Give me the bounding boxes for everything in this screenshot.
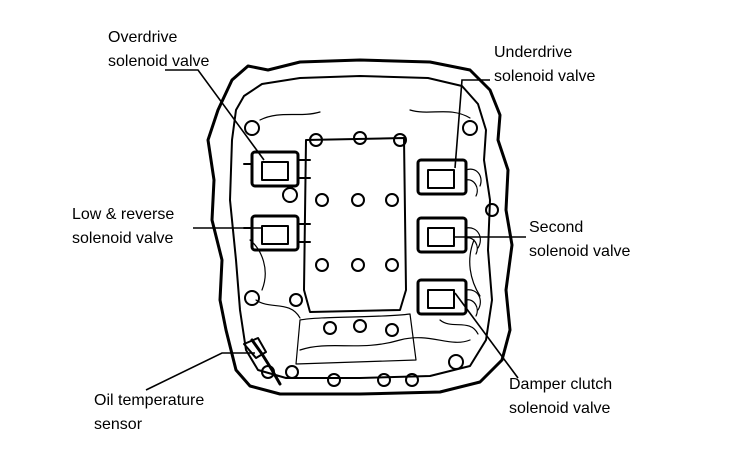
label-oil-temp-line1: Oil temperature [94, 392, 204, 409]
label-low-reverse-line2: solenoid valve [72, 230, 174, 247]
label-damper-line1: Damper clutch [509, 376, 612, 393]
callout-labels: Overdrive solenoid valve Underdrive sole… [72, 29, 631, 433]
center-plate [295, 137, 417, 365]
label-oil-temp-line2: sensor [94, 416, 143, 433]
label-overdrive-line1: Overdrive [108, 29, 177, 46]
label-damper-line2: solenoid valve [509, 400, 611, 417]
damper-clutch-solenoid [416, 278, 481, 317]
label-low-reverse-line1: Low & reverse [72, 206, 174, 223]
oil-temperature-sensor [243, 337, 282, 386]
label-second-line1: Second [529, 219, 583, 236]
low-reverse-solenoid [243, 214, 311, 252]
bolts [244, 120, 499, 387]
leader-lines [145, 69, 526, 391]
overdrive-solenoid [243, 150, 311, 188]
label-overdrive-line2: solenoid valve [108, 53, 210, 70]
valve-body-housing [206, 58, 514, 396]
label-underdrive-line2: solenoid valve [494, 68, 596, 85]
label-underdrive-line1: Underdrive [494, 44, 572, 61]
label-second-line2: solenoid valve [529, 243, 631, 260]
underdrive-solenoid [416, 158, 482, 197]
second-solenoid [416, 216, 481, 255]
